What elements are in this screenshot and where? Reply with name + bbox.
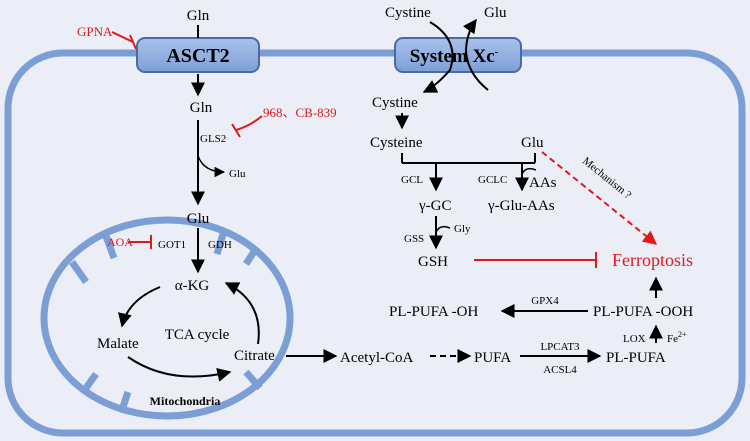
gls2-inhibitors-label: 968、CB-839 xyxy=(263,105,337,120)
tca-akg-to-malate-arrow xyxy=(118,286,161,328)
gss-label: GSS xyxy=(404,233,424,245)
aoa-inhibition xyxy=(128,235,152,249)
acsl4-label: ACSL4 xyxy=(543,364,577,376)
mechanism-label: Mechanism ? xyxy=(580,155,633,202)
gsh-label: GSH xyxy=(418,254,448,270)
akg-label: α-KG xyxy=(175,278,210,294)
glu-main-label: Glu xyxy=(187,211,210,227)
system-xc-label: System Xc- xyxy=(410,46,499,67)
tca-malate-to-citrate-arrow xyxy=(127,356,232,382)
gpna-label: GPNA xyxy=(77,24,113,39)
gclc-label: GCLC xyxy=(478,174,507,186)
cystine-import-arrow xyxy=(422,21,454,93)
glu-side-label: Glu xyxy=(229,168,246,180)
gcl-label: GCL xyxy=(401,174,423,186)
gpx4-label: GPX4 xyxy=(531,295,559,307)
got1-label: GOT1 xyxy=(158,239,186,251)
gpna-inhibition xyxy=(111,31,137,50)
pl-pufa-label: PL-PUFA xyxy=(606,350,666,366)
gln-inside-label: Gln xyxy=(190,100,213,116)
aas-label: AAs xyxy=(529,175,557,191)
glu-to-ferroptosis-dashed-arrow xyxy=(541,151,658,245)
citrate-label: Citrate xyxy=(234,348,275,364)
lpcat3-label: LPCAT3 xyxy=(540,341,580,353)
glu-release-arrow xyxy=(197,155,226,178)
gls2-label: GLS2 xyxy=(200,133,226,145)
fe-label: Fe2+ xyxy=(667,330,687,345)
pl-pufa-oh-label: PL-PUFA -OH xyxy=(389,304,478,320)
aas-input-arc xyxy=(521,167,537,175)
glu-outside-label: Glu xyxy=(484,5,507,21)
malate-label: Malate xyxy=(97,336,139,352)
acetyl-coa-label: Acetyl-CoA xyxy=(340,350,413,366)
gly-input-arc xyxy=(435,225,451,233)
gly-label: Gly xyxy=(454,223,471,235)
gdh-label: GDH xyxy=(208,239,232,251)
pufa-label: PUFA xyxy=(474,350,511,366)
asct2-transporter: ASCT2 xyxy=(136,37,260,73)
glu-label: Glu xyxy=(521,135,544,151)
cystine-outside-label: Cystine xyxy=(385,5,431,21)
glu-export-arrow xyxy=(462,18,489,91)
tca-cycle-label: TCA cycle xyxy=(165,327,230,343)
gcl-bracket xyxy=(401,153,536,164)
gglu-aas-label: γ-Glu-AAs xyxy=(487,198,555,214)
mitochondria-label: Mitochondria xyxy=(150,394,221,408)
cysteine-label: Cysteine xyxy=(370,135,423,151)
gln-outside-label: Gln xyxy=(187,8,210,24)
asct2-label: ASCT2 xyxy=(166,45,229,67)
cystine-inside-label: Cystine xyxy=(372,95,418,111)
mitochondrion xyxy=(40,216,294,420)
gsh-inhibits-ferroptosis xyxy=(474,252,597,268)
system-xc-transporter: System Xc- xyxy=(394,37,522,73)
ferroptosis-label: Ferroptosis xyxy=(612,250,693,270)
lox-label: LOX xyxy=(623,333,646,345)
tca-citrate-to-akg-arrow xyxy=(224,282,260,345)
gls2-inhibition xyxy=(231,115,263,138)
aoa-label: AOA xyxy=(107,235,133,249)
pl-pufa-ooh-label: PL-PUFA -OOH xyxy=(593,304,693,320)
cell-membrane xyxy=(4,49,746,437)
ggc-label: γ-GC xyxy=(418,198,451,214)
